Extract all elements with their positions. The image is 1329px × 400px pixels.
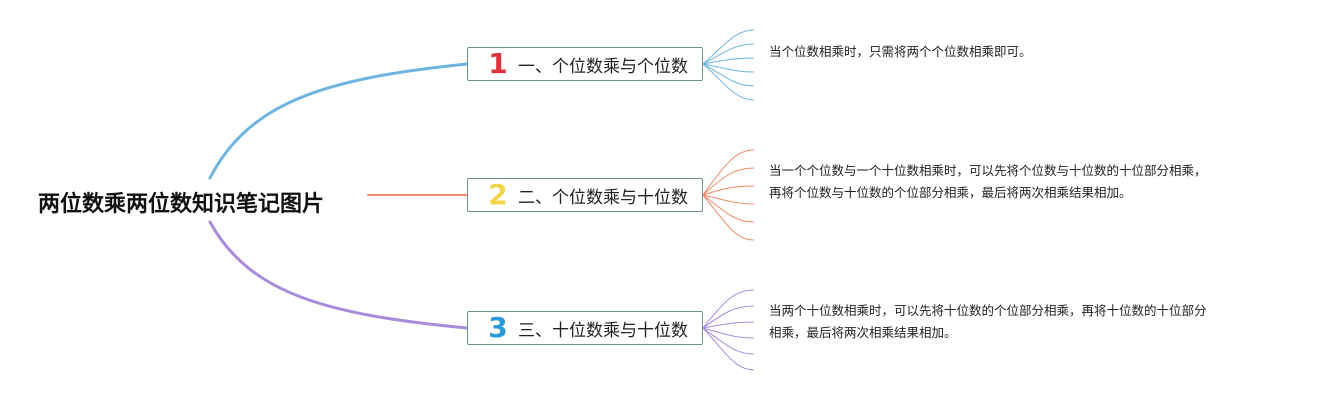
fan-lines-branch-1: [702, 29, 755, 101]
connector-branch-3: [208, 220, 469, 330]
note-line: 相乘，最后将两次相乘结果相加。: [769, 325, 957, 340]
branch-label-2: 二、个位数乘与十位数: [518, 187, 688, 208]
note-line: 再将个位数与十位数的个位部分相乘，最后将两次相乘结果相加。: [769, 185, 1132, 200]
fan-lines-branch-3: [702, 289, 755, 371]
note-line: 当个位数相乘时，只需将两个个位数相乘即可。: [769, 44, 1032, 59]
branch-number-3: 3: [488, 311, 508, 344]
branch-number-2: 2: [488, 178, 508, 211]
branch-label-1: 一、个位数乘与个位数: [518, 56, 688, 77]
fan-lines-branch-2: [702, 149, 755, 241]
branch-number-1: 1: [488, 47, 508, 80]
branch-topic-1[interactable]: 1 一、个位数乘与个位数: [467, 47, 703, 81]
branch-note-1[interactable]: 当个位数相乘时，只需将两个个位数相乘即可。: [769, 41, 1269, 63]
connector-branch-1: [208, 62, 469, 180]
root-topic[interactable]: 两位数乘两位数知识笔记图片: [38, 192, 325, 217]
note-line: 当一个个位数与一个十位数相乘时，可以先将个位数与十位数的十位部分相乘，: [769, 163, 1207, 178]
branch-topic-2[interactable]: 2 二、个位数乘与十位数: [467, 178, 703, 212]
branch-label-3: 三、十位数乘与十位数: [518, 320, 688, 341]
branch-note-2[interactable]: 当一个个位数与一个十位数相乘时，可以先将个位数与十位数的十位部分相乘， 再将个位…: [769, 160, 1269, 204]
branch-topic-3[interactable]: 3 三、十位数乘与十位数: [467, 311, 703, 345]
branch-note-3[interactable]: 当两个十位数相乘时，可以先将十位数的个位部分相乘，再将十位数的十位部分 相乘，最…: [769, 300, 1269, 344]
note-line: 当两个十位数相乘时，可以先将十位数的个位部分相乘，再将十位数的十位部分: [769, 303, 1207, 318]
